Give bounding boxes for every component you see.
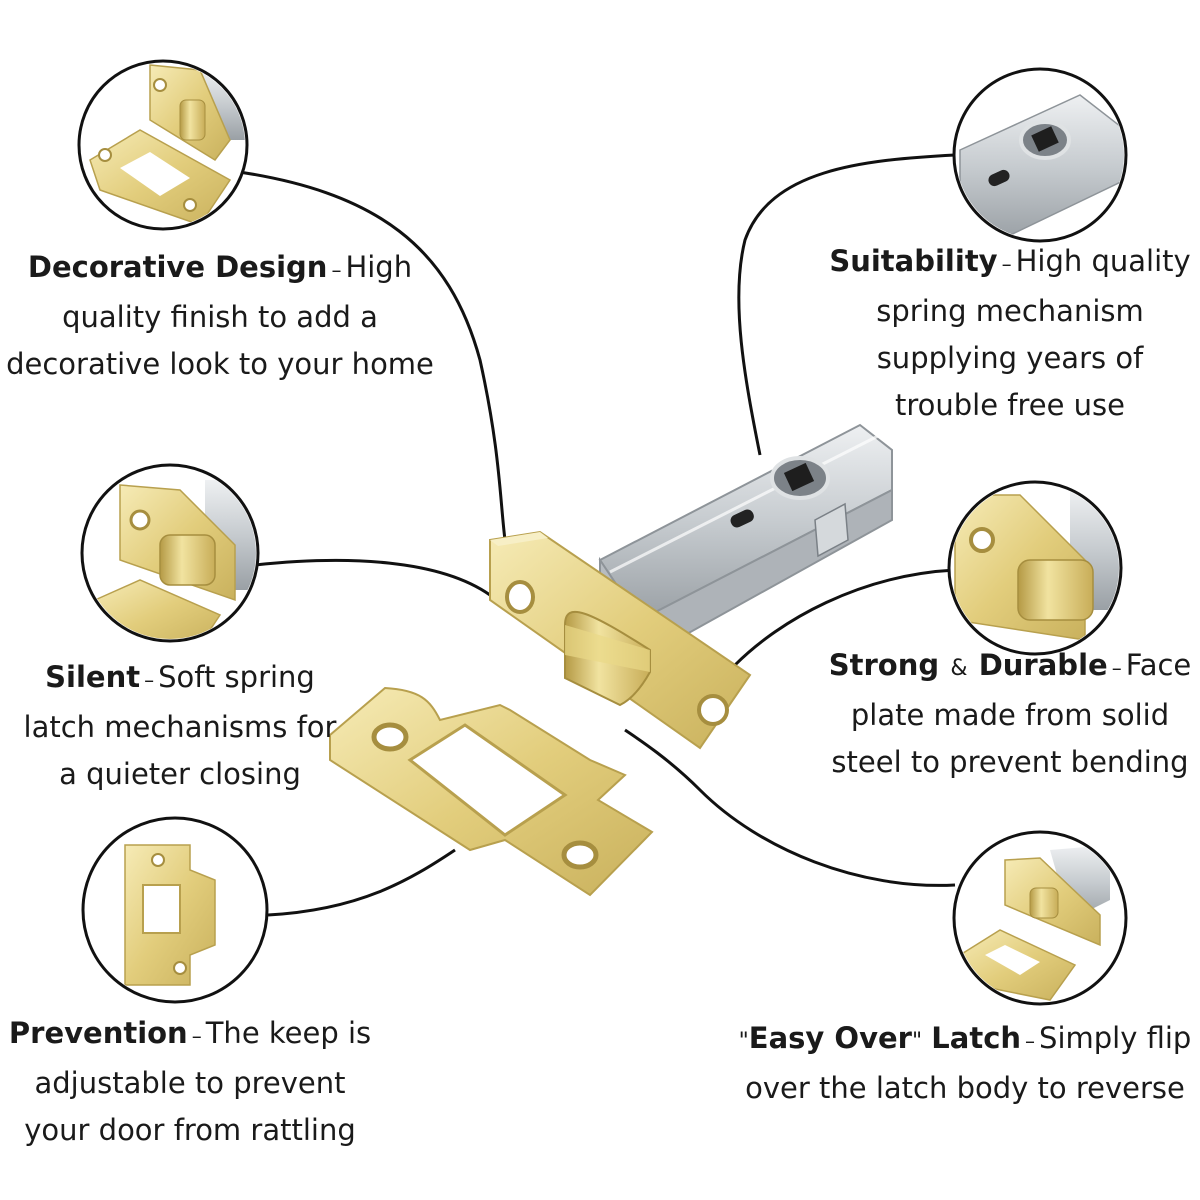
feature-title: Decorative Design [27,250,328,284]
feature-easy-over-latch: "Easy Over" Latch–Simply flip over the l… [730,1015,1200,1112]
feature-text: High quality [1015,244,1191,278]
latch-body [598,423,893,664]
feature-text: steel to prevent bending [831,745,1189,779]
ampersand: & [950,656,968,681]
connector-easy [624,728,956,887]
quote-mark: " [911,1029,923,1054]
feature-title: Strong [828,648,940,682]
dash: – [1025,1029,1036,1053]
feature-text: over the latch body to reverse [745,1071,1185,1105]
feature-text: trouble free use [894,388,1126,422]
feature-text: Soft spring [158,660,315,694]
feature-text: a quieter closing [59,757,301,791]
dash: – [1001,252,1012,276]
dash: – [144,668,155,692]
feature-decorative-design: Decorative Design–High quality finish to… [0,244,440,388]
feature-strong-durable: Strong & Durable–Face plate made from so… [820,642,1200,786]
feature-text: plate made from solid [850,698,1170,732]
connector-silent [254,558,491,597]
detail-circle-decorative [77,59,249,231]
feature-silent: Silent–Soft spring latch mechanisms for … [10,654,350,798]
connector-prevention [267,848,456,917]
keep-plate [329,686,654,897]
detail-circle-strong [947,480,1123,656]
feature-text: The keep is [205,1016,372,1050]
latch-bolt [564,610,651,707]
feature-text: latch mechanisms for [23,710,337,744]
feature-text: quality finish to add a [62,300,378,334]
feature-text: your door from rattling [24,1113,356,1147]
detail-circle-easy [952,830,1128,1006]
detail-circle-silent [80,463,260,643]
feature-title: Prevention [8,1016,188,1050]
feature-text: spring mechanism [876,294,1144,328]
connector-decorative [224,168,507,541]
feature-text: adjustable to prevent [34,1066,346,1100]
feature-title: Durable [978,648,1108,682]
feature-text: supplying years of [876,341,1144,375]
connector-suitability [737,153,956,456]
dash: – [1111,656,1122,680]
detail-circle-suitability [952,67,1128,243]
detail-circle-prevention [81,816,269,1004]
feature-text: Simply flip [1039,1021,1192,1055]
dash: – [331,258,342,282]
feature-text: decorative look to your home [6,347,434,381]
feature-title: Latch [931,1021,1022,1055]
feature-title: Easy Over [748,1021,912,1055]
feature-suitability: Suitability–High quality spring mechanis… [820,238,1200,429]
quote-mark: " [738,1029,749,1054]
feature-text: Face [1125,648,1192,682]
feature-title: Silent [45,660,141,694]
feature-prevention: Prevention–The keep is adjustable to pre… [0,1010,380,1154]
feature-text: High [345,250,413,284]
feature-title: Suitability [829,244,998,278]
dash: – [191,1024,202,1048]
connector-strong [733,568,956,667]
